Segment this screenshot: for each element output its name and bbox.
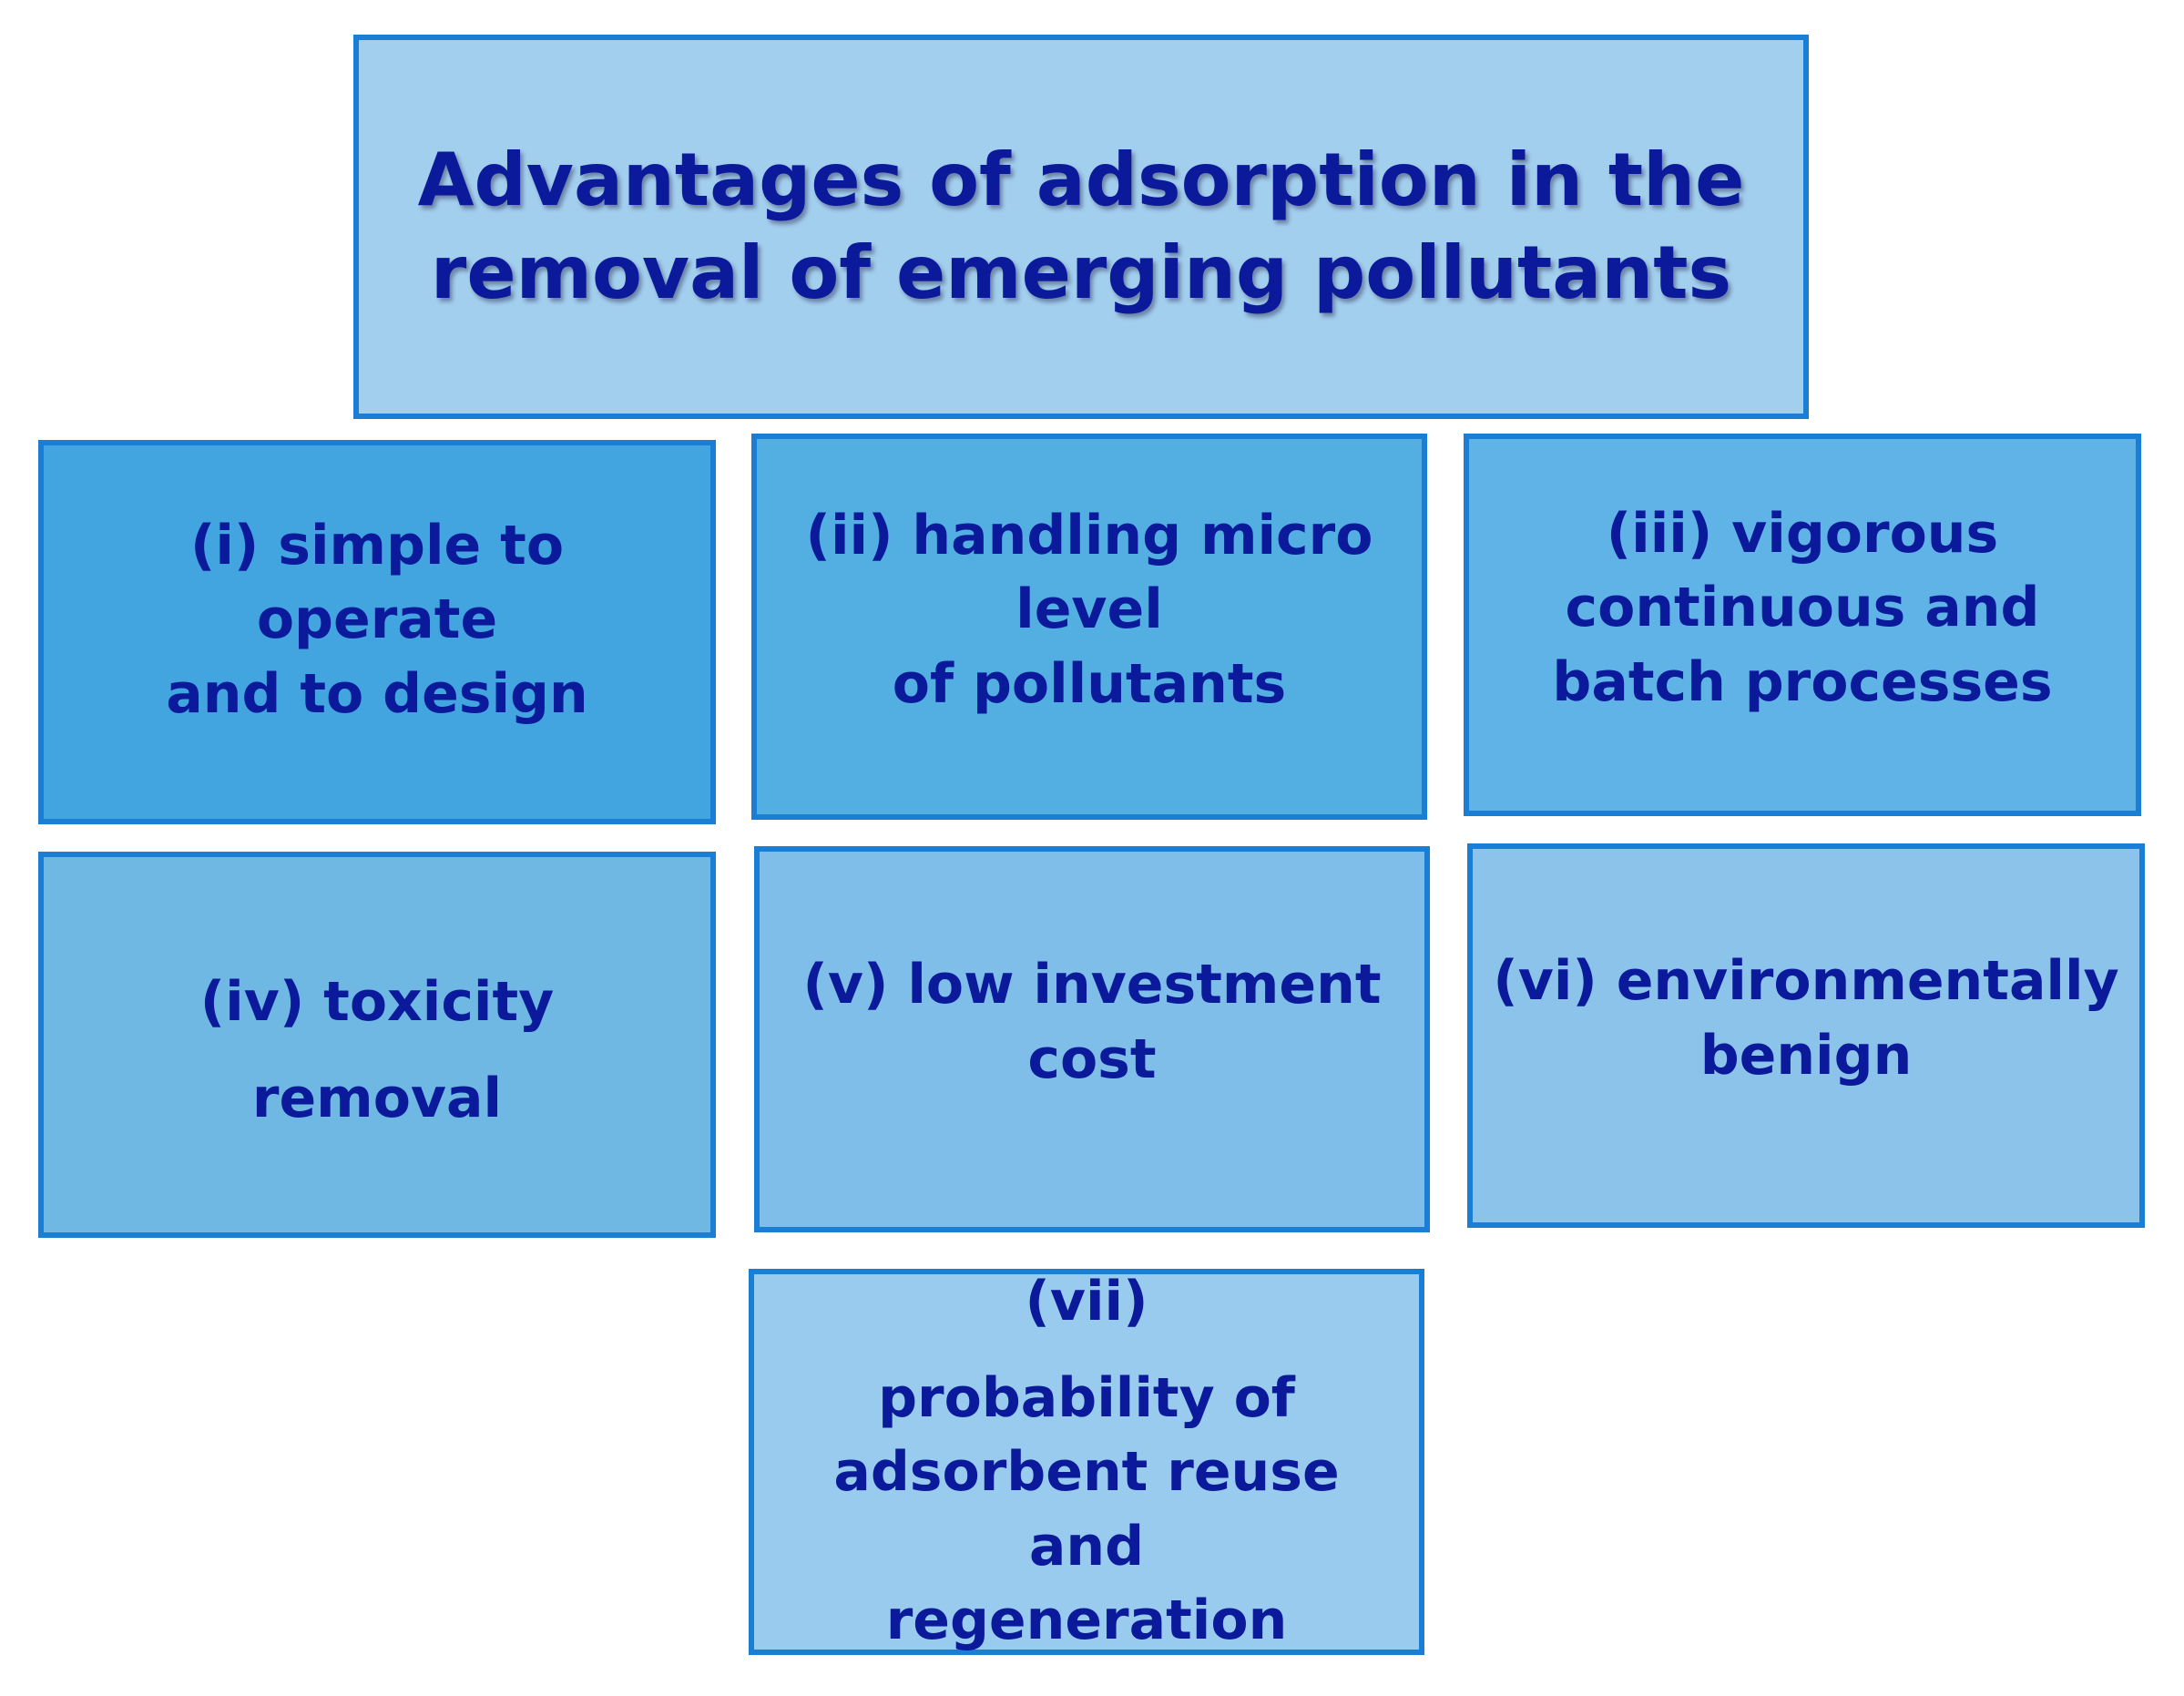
advantage-box-iv: (iv) toxicity removal: [38, 852, 716, 1238]
title-line-1: Advantages of adsorption in the: [417, 138, 1745, 223]
advantage-text-vi: (vi) environmentally benign: [1475, 945, 2137, 1093]
advantage-v-line-2: cost: [1027, 1027, 1157, 1091]
advantage-box-iii: (iii) vigorous continuous and batch proc…: [1464, 434, 2141, 816]
advantage-iii-line-1: (iii) vigorous: [1606, 501, 1999, 566]
advantage-text-ii: (ii) handling micro level of pollutants: [788, 499, 1392, 722]
advantage-iii-line-3: batch processes: [1552, 649, 2053, 714]
advantage-iv-line-1: (iv) toxicity: [199, 970, 555, 1035]
advantage-box-v: (v) low investment cost: [754, 846, 1430, 1232]
advantage-text-iv: (iv) toxicity removal: [182, 965, 573, 1136]
advantage-text-iii: (iii) vigorous continuous and batch proc…: [1534, 497, 2070, 720]
advantage-i-line-2: and to design: [166, 661, 588, 726]
advantage-v-line-1: (v) low investment: [802, 953, 1382, 1017]
advantage-vii-line-2: probability of: [878, 1365, 1295, 1430]
title-line-2: removal of emerging pollutants: [430, 230, 1732, 315]
advantage-iii-line-2: continuous and: [1565, 576, 2040, 640]
advantage-text-vii: (vii) probability of adsorbent reuse and…: [754, 1265, 1419, 1659]
advantage-i-line-1: (i) simple to operate: [189, 513, 565, 652]
advantage-vi-line-1: (vi) environmentally: [1493, 949, 2119, 1014]
advantage-box-vii: (vii) probability of adsorbent reuse and…: [749, 1269, 1424, 1655]
advantage-ii-line-1: (ii) handling micro: [805, 503, 1373, 567]
advantage-box-ii: (ii) handling micro level of pollutants: [751, 434, 1427, 820]
diagram-title: Advantages of adsorption in the removal …: [418, 134, 1745, 319]
advantage-box-i: (i) simple to operate and to design: [38, 440, 716, 824]
advantage-text-i: (i) simple to operate and to design: [44, 509, 710, 732]
advantage-vii-line-4: regeneration: [885, 1589, 1288, 1653]
advantage-iv-line-2: removal: [251, 1067, 503, 1130]
advantage-ii-line-3: of pollutants: [892, 651, 1287, 716]
diagram-title-box: Advantages of adsorption in the removal …: [353, 35, 1809, 419]
advantage-text-v: (v) low investment cost: [784, 948, 1399, 1097]
advantage-vii-line-3: adsorbent reuse and: [833, 1440, 1340, 1579]
advantage-vii-line-1: (vii): [1025, 1270, 1148, 1334]
advantage-box-vi: (vi) environmentally benign: [1467, 843, 2145, 1228]
advantage-ii-line-2: level: [1015, 577, 1163, 642]
advantage-vi-line-2: benign: [1699, 1024, 1913, 1088]
